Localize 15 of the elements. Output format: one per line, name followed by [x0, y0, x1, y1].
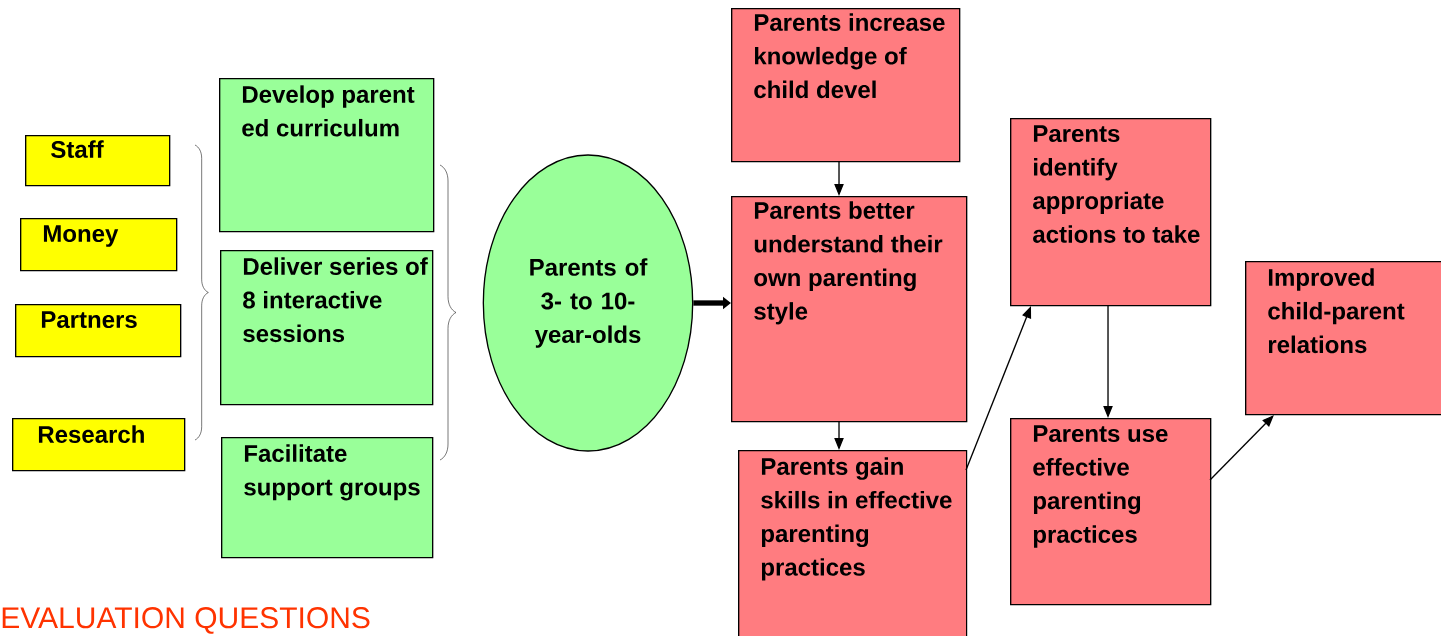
input-box: Money — [20, 218, 178, 272]
outcome-box: Improved child-parent relations — [1245, 261, 1441, 416]
outcome-box: Parents gain skills in effective parenting practices — [738, 450, 968, 636]
input-box: Staff — [25, 135, 171, 187]
input-box: Partners — [15, 304, 182, 358]
outcome-box: Parents better understand their own parenting style — [731, 196, 968, 423]
section-heading: EVALUATION QUESTIONS — [2, 607, 370, 634]
outcome-box: Parents increase knowledge of child devel — [731, 8, 961, 163]
activity-box: Develop parent ed curriculum — [219, 78, 435, 233]
activity-box: Facilitate support groups — [221, 437, 434, 559]
outcome-box: Parents identify appropriate actions to take — [1010, 118, 1212, 307]
outcome-box: Parents use effective parenting practices — [1010, 418, 1212, 606]
arrow — [1209, 415, 1274, 481]
input-box: Research — [12, 418, 186, 472]
activity-box: Deliver series of 8 interactive sessions — [220, 250, 434, 406]
